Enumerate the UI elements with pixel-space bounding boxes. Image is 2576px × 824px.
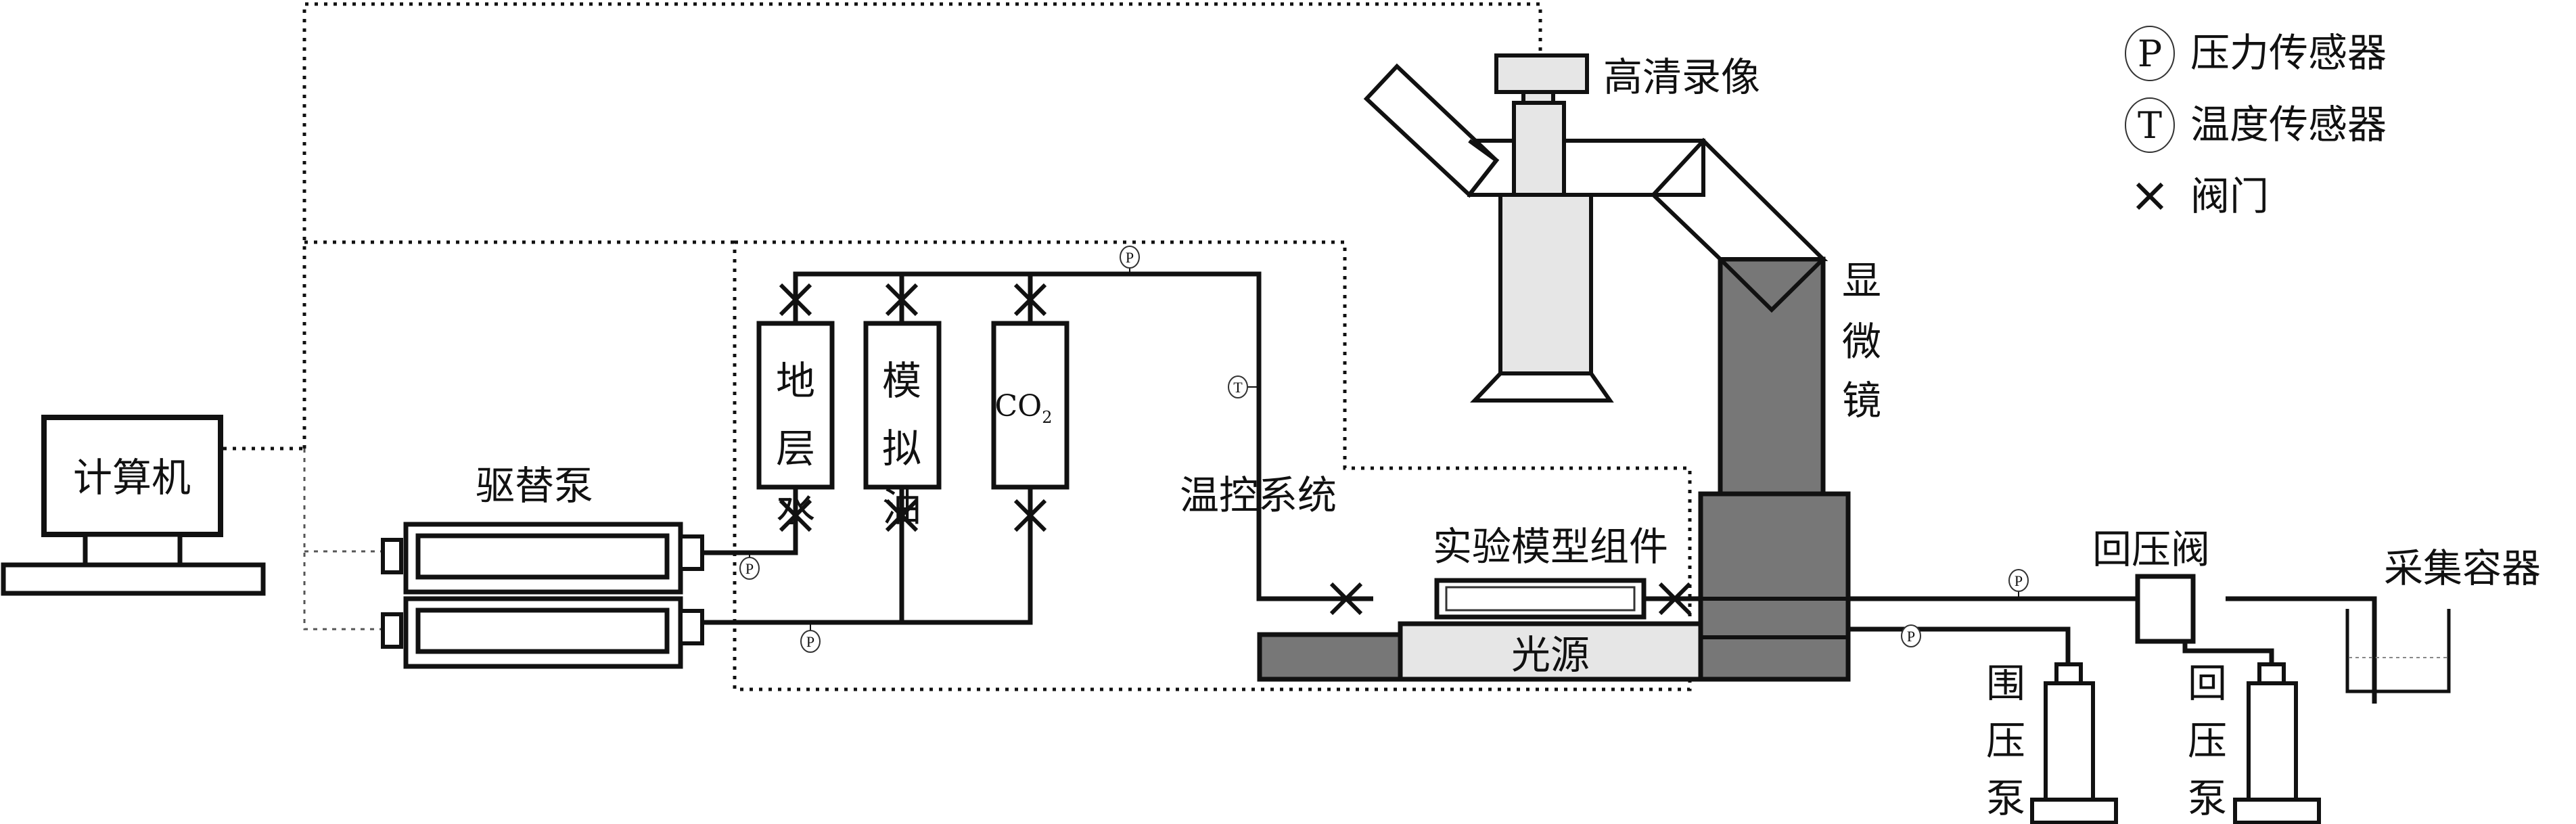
pressure-sensor-icon[interactable]: P [800,622,821,653]
displacement-pump-label: 驱替泵 [476,463,593,509]
hd-camera [1494,53,1589,94]
valve-icon [2136,182,2164,210]
pressure-sensor-icon[interactable]: P [2008,569,2029,599]
pressure-sensor-icon [2125,26,2175,81]
confining-pump: 围 压 泵 [1986,660,2118,824]
co2-label: CO2 [994,389,1052,427]
optical-crossbar [1467,139,1705,197]
stage-base-left [1257,632,1403,682]
simulated-oil-container: 模 拟 油 [863,321,942,530]
hd-recording-label: 高清录像 [1603,54,1760,100]
svg-text:拟: 拟 [882,426,921,472]
svg-text:P: P [806,633,814,650]
model-assembly-label: 实验模型组件 [1433,524,1668,570]
svg-text:T: T [1233,379,1243,396]
computer-monitor [41,415,223,537]
pressure-sensor-icon[interactable]: P [1120,246,1140,274]
svg-text:回: 回 [2188,660,2227,706]
model-assembly: 实验模型组件 [1433,524,1668,620]
sensors: P T P P P P [739,246,2029,653]
microscope: 显 微 镜 [1698,256,1881,682]
eyepiece-cap [1470,371,1614,403]
svg-text:P: P [1907,628,1915,645]
svg-text:地: 地 [776,358,815,404]
collection-vessel: 采集容器 [2345,545,2541,693]
control-signal-lines [223,2,1542,631]
displacement-pumps: 驱替泵 [381,463,704,669]
valve-icon[interactable] [885,499,919,532]
valve-icon[interactable] [1658,582,1692,616]
formation-water-container: 地 层 水 [756,321,835,530]
svg-text:P: P [2138,32,2162,75]
valve-icon[interactable] [1329,582,1363,616]
displacement-pump-lower [381,596,704,669]
svg-text:温度传感器: 温度传感器 [2190,101,2387,147]
svg-text:P: P [1126,249,1134,266]
camera-signal-line [302,2,1542,449]
optical-path [1363,53,1828,403]
microscope-stage [1698,491,1851,682]
svg-text:T: T [2138,104,2162,147]
temperature-sensor-icon [2125,97,2175,153]
svg-text:油: 油 [882,484,921,530]
svg-text:泵: 泵 [1986,775,2025,821]
svg-text:显: 显 [1842,258,1881,304]
valve-icon[interactable] [779,499,812,532]
pressure-sensor-icon[interactable]: P [1901,624,1921,647]
valve-icon[interactable] [1013,499,1047,532]
back-pressure-valve: 回压阀 [2092,526,2210,644]
computer-base [1,562,266,596]
computer-stand [83,532,183,568]
svg-text:层: 层 [776,426,815,472]
svg-text:泵: 泵 [2188,775,2227,821]
computer: 计算机 [1,415,266,596]
pump-signal-line [303,449,386,631]
svg-text:水: 水 [776,484,815,530]
svg-text:压: 压 [1986,718,2025,764]
valve-icon[interactable] [885,283,919,317]
svg-text:压力传感器: 压力传感器 [2190,30,2387,76]
eyepiece-tube [1498,193,1593,375]
svg-text:P: P [2015,572,2023,589]
valve-icon[interactable] [779,283,812,317]
svg-text:模: 模 [882,358,921,404]
legend-item-valve: 阀门 [2136,173,2269,219]
legend-item-temperature: T 温度传感器 [2125,97,2387,153]
temperature-control-label: 温控系统 [1180,472,1337,518]
light-source: 光源 [1257,621,1703,682]
legend: P 压力传感器 T 温度传感器 阀门 [2125,26,2387,219]
svg-text:镜: 镜 [1842,377,1881,424]
co2-container: CO2 [991,321,1070,490]
optical-arm-left [1363,63,1500,198]
back-pressure-pump: 回 压 泵 [2188,660,2321,824]
svg-text:围: 围 [1986,660,2025,706]
camera-column [1512,101,1566,197]
computer-label: 计算机 [73,455,191,501]
light-source-label: 光源 [1511,632,1590,678]
svg-text:微: 微 [1842,319,1881,365]
svg-text:P: P [745,560,754,577]
light-source-box [1398,621,1703,682]
displacement-pump-upper [381,522,704,595]
svg-text:压: 压 [2188,718,2227,764]
svg-text:阀门: 阀门 [2190,173,2269,219]
valve-icon[interactable] [1013,283,1047,317]
pressure-sensor-icon[interactable]: P [739,553,760,580]
svg-text:采集容器: 采集容器 [2384,545,2541,591]
temperature-sensor-icon[interactable]: T [1228,375,1259,398]
valves [779,283,1692,616]
svg-text:回压阀: 回压阀 [2092,526,2210,572]
fluid-containers: 地 层 水 模 拟 油 CO2 [756,321,1070,530]
legend-item-pressure: P 压力传感器 [2125,26,2387,81]
microscope-body [1718,256,1826,497]
